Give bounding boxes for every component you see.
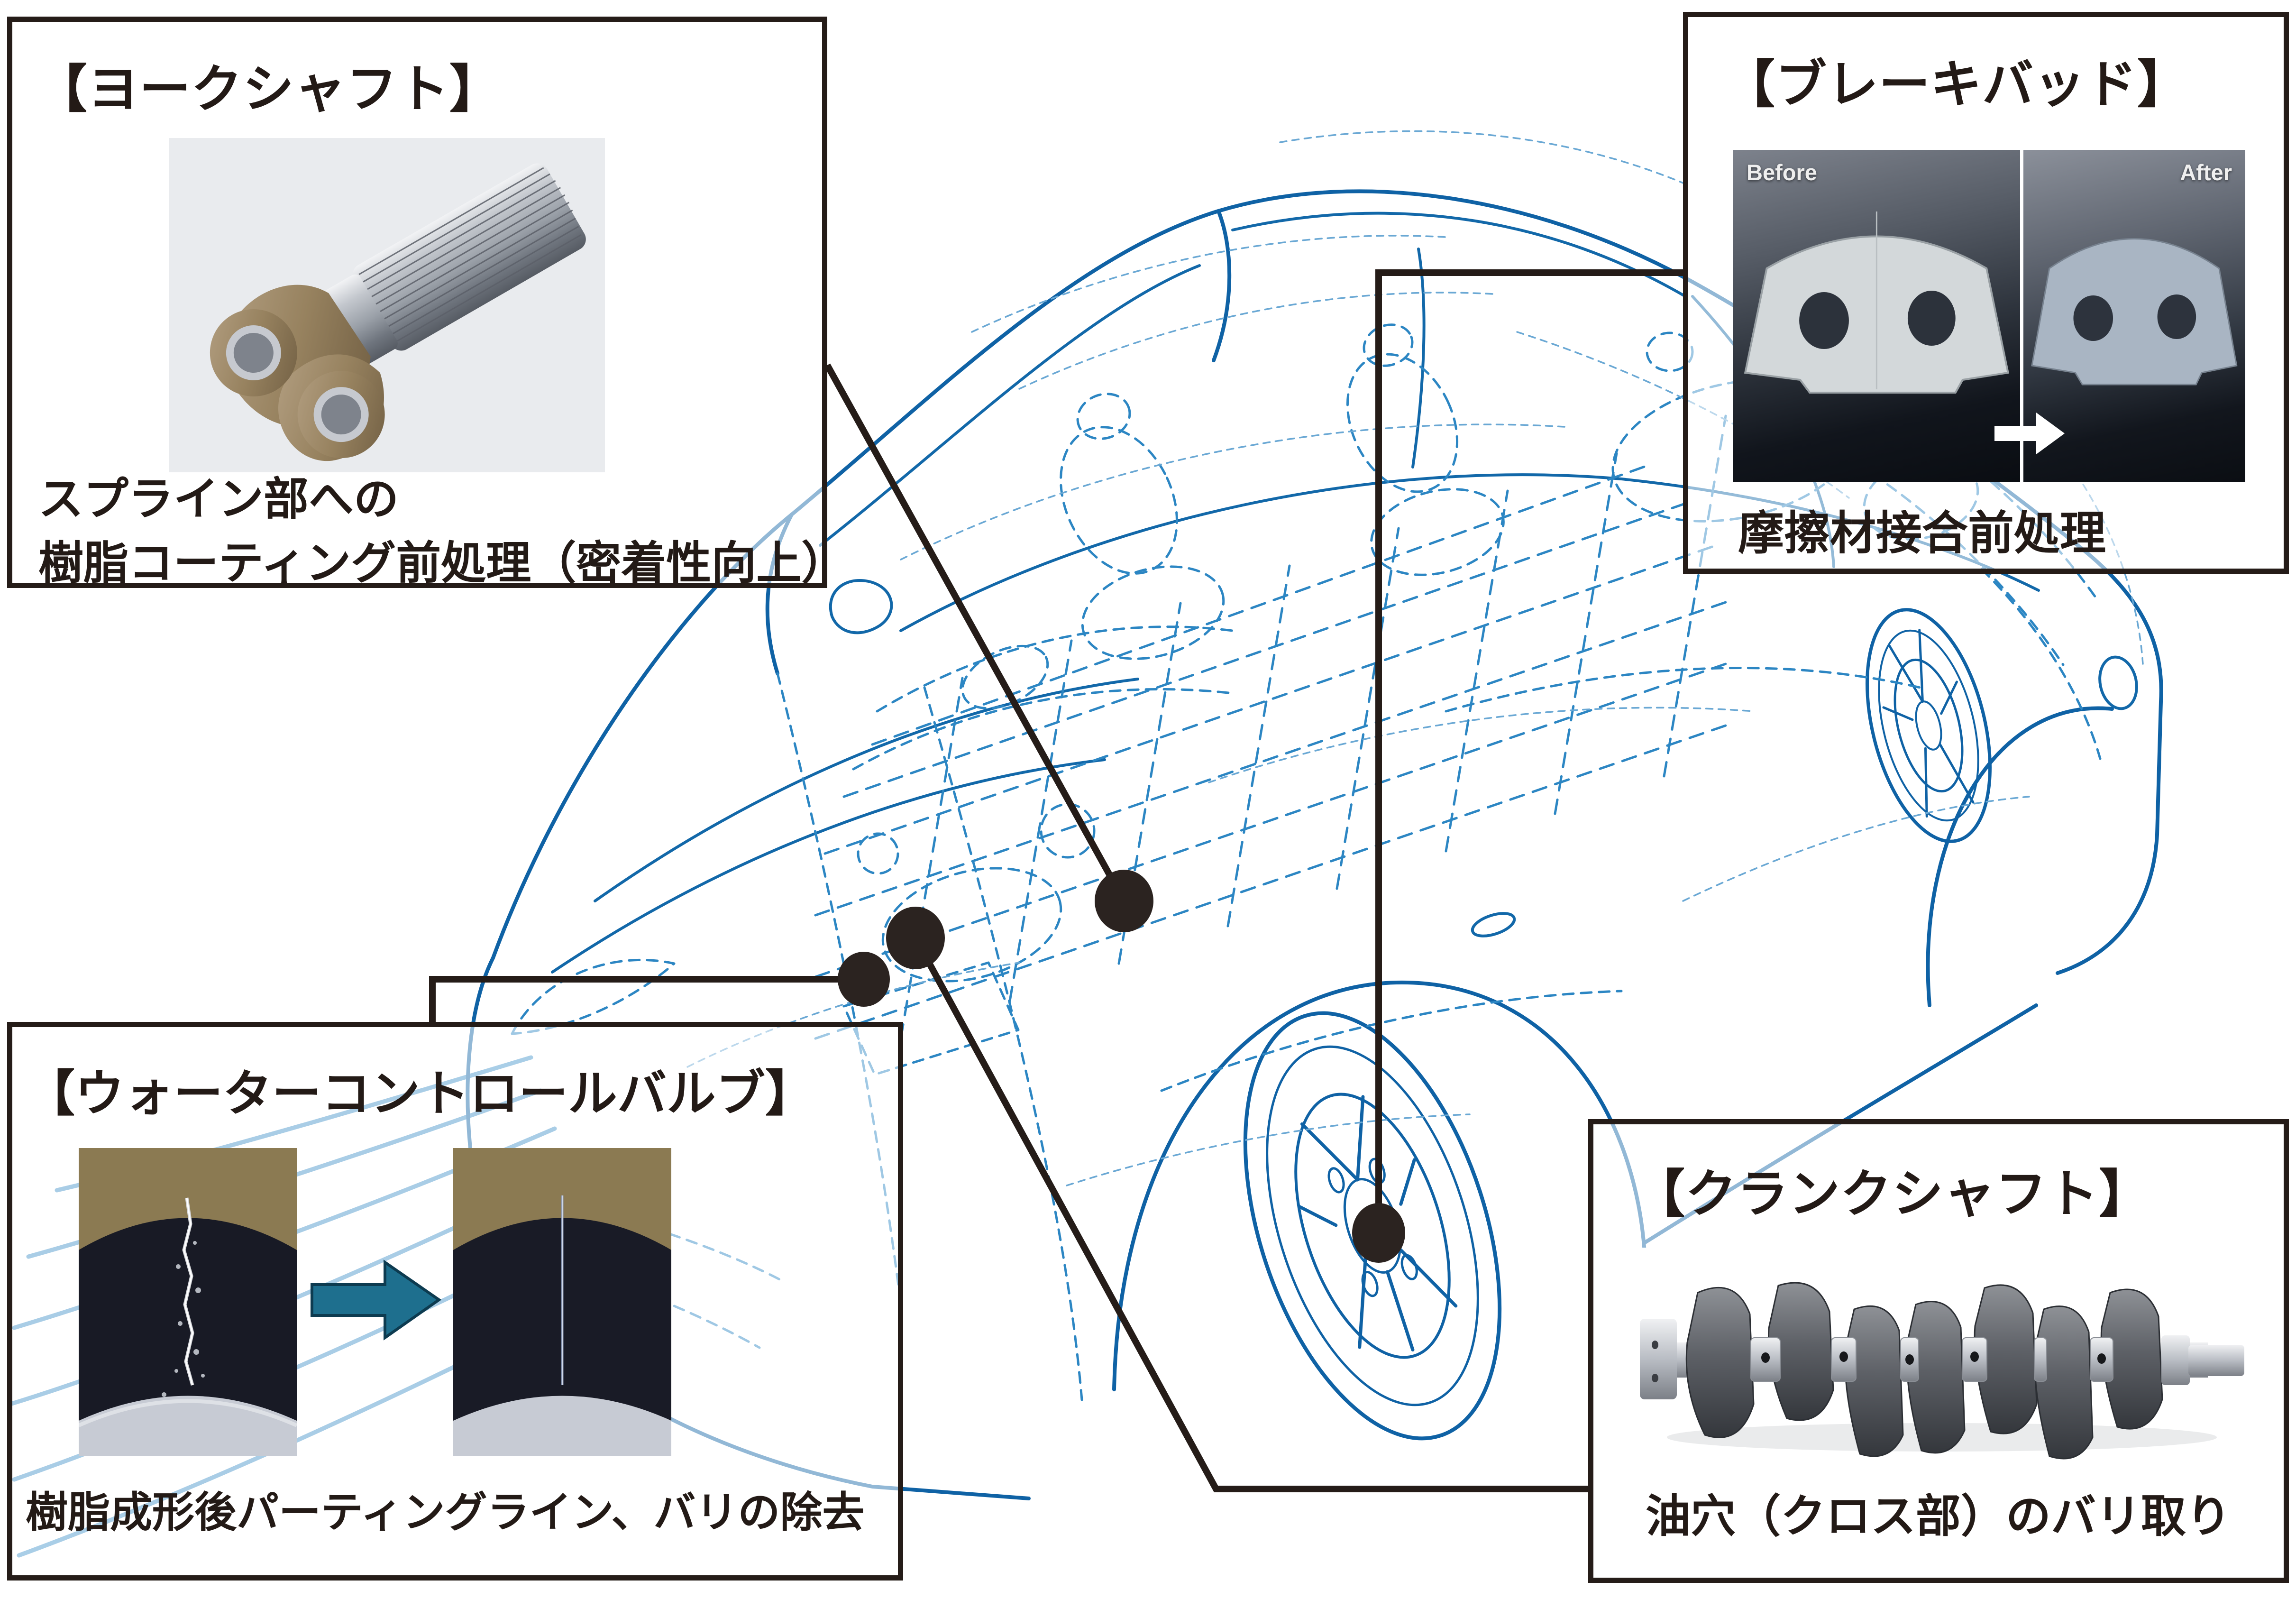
valve-callout-box: 【ウォーターコントロールバルブ】 (7, 1022, 903, 1581)
floor-grid-dashed (814, 414, 1727, 1040)
yoke-caption: スプライン部への 樹脂コーティング前処理（密着性向上） (38, 474, 847, 588)
crank-title: 【クランクシャフト】 (1634, 1165, 2151, 1222)
yoke-location-dot (1095, 870, 1153, 932)
brake-before-after-photo: Before After (1733, 150, 2245, 482)
front-wheel (1243, 1011, 1502, 1441)
yoke-title: 【ヨークシャフト】 (36, 60, 502, 118)
teal-right-arrow-icon (311, 1259, 442, 1341)
valve-title: 【ウォーターコントロールバルブ】 (26, 1066, 815, 1121)
crank-caption: 油穴（クロス部）のバリ取り (1646, 1491, 2232, 1542)
after-label: After (2180, 160, 2232, 185)
white-right-arrow-icon (1994, 413, 2065, 454)
rear-wheel (1866, 608, 1992, 843)
valve-before-photo (79, 1148, 297, 1456)
crankshaft-photo (1627, 1248, 2257, 1470)
valve-connector-line (429, 976, 864, 1023)
brake-before-panel: Before (1733, 150, 2020, 482)
crank-location-dot (886, 907, 945, 969)
valve-caption: 樹脂成形後パーティングライン、バリの除去 (26, 1489, 865, 1536)
yoke-shaft-photo (169, 138, 605, 472)
crank-connector-line (912, 936, 1589, 1492)
brake-after-panel: After (2023, 150, 2245, 482)
brake-location-dot (1352, 1203, 1405, 1263)
yoke-connector-line (824, 363, 1127, 903)
crank-callout-box: 【クランクシャフト】 (1588, 1119, 2289, 1583)
before-label: Before (1747, 160, 1817, 185)
brake-connector-line (1375, 269, 1684, 1233)
brake-caption: 摩擦材接合前処理 (1738, 507, 2106, 559)
brake-title: 【ブレーキバッド】 (1724, 55, 2189, 113)
yoke-callout-box: 【ヨークシャフト】 (7, 17, 846, 588)
valve-after-photo (453, 1148, 671, 1456)
valve-location-dot (838, 952, 890, 1007)
fine-dashed-detail (686, 130, 2144, 1186)
brake-callout-box: 【ブレーキバッド】 Before After (1683, 12, 2289, 574)
